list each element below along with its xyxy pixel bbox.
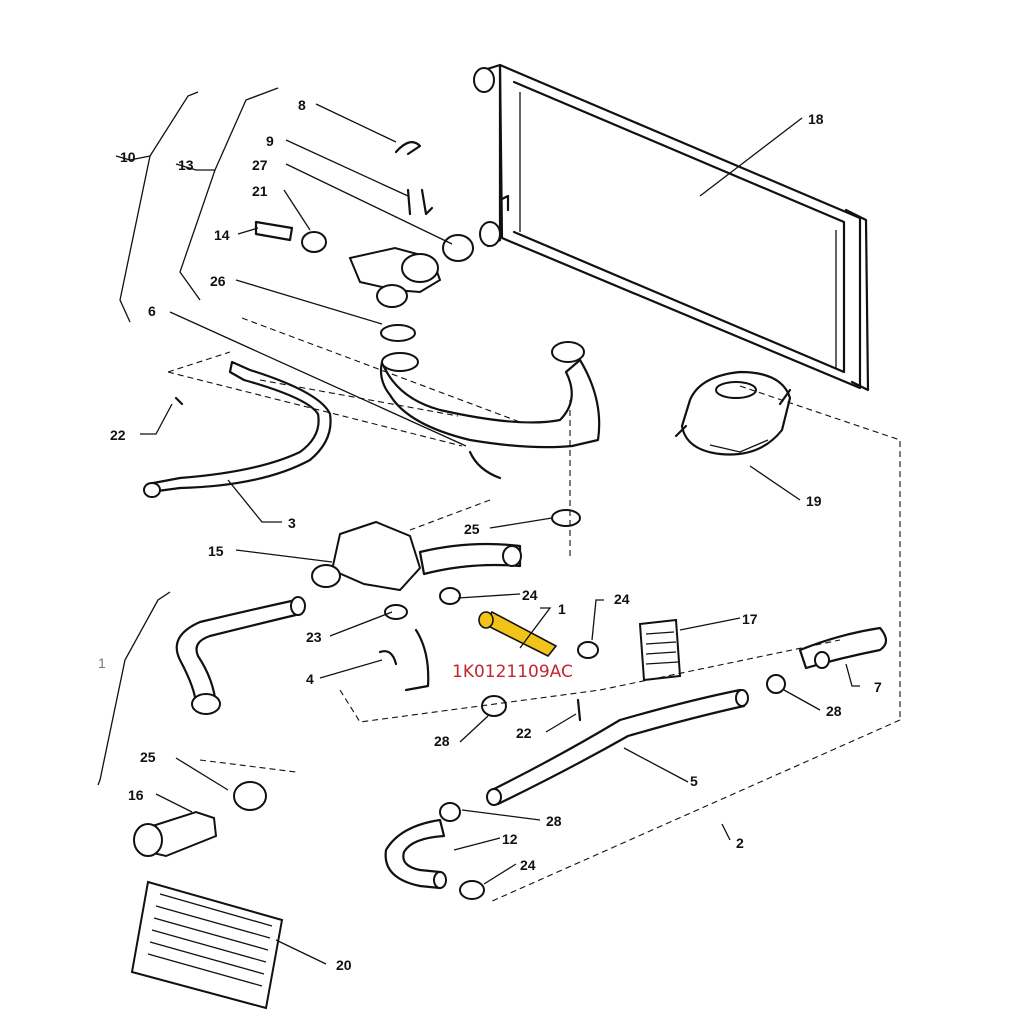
upper-radiator-hose — [379, 341, 601, 480]
label-8: 8 — [298, 97, 306, 113]
upper-coolant-flange — [254, 141, 474, 342]
label-5: 5 — [690, 773, 698, 789]
label-22-mid: 22 — [516, 725, 532, 741]
label-6: 6 — [148, 303, 156, 319]
label-14: 14 — [214, 227, 230, 243]
label-28-right: 28 — [826, 703, 842, 719]
label-25-bottom: 25 — [140, 749, 156, 765]
label-24-right: 24 — [614, 591, 630, 607]
clamps — [174, 396, 786, 900]
label-17: 17 — [742, 611, 758, 627]
part-number-callout: 1K0121109AC — [452, 662, 573, 682]
heater-return-hose — [143, 360, 332, 498]
label-2: 2 — [736, 835, 744, 851]
label-10: 10 — [120, 149, 136, 165]
radiator — [473, 63, 870, 392]
heater-core — [130, 880, 284, 1010]
label-12: 12 — [502, 831, 518, 847]
hose-7 — [798, 626, 888, 670]
label-16: 16 — [128, 787, 144, 803]
label-26: 26 — [210, 273, 226, 289]
label-22-top: 22 — [110, 427, 126, 443]
label-28-left: 28 — [434, 733, 450, 749]
label-20: 20 — [336, 957, 352, 973]
heater-hose-left — [175, 596, 306, 715]
leader-lines — [115, 103, 860, 965]
label-15: 15 — [208, 543, 224, 559]
part-labels: 8 9 10 13 27 21 14 26 6 18 22 19 3 25 15… — [98, 97, 882, 973]
label-18: 18 — [808, 111, 824, 127]
label-1: 1 — [558, 601, 566, 617]
label-23: 23 — [306, 629, 322, 645]
bracket-10 — [119, 91, 199, 323]
label-21: 21 — [252, 183, 268, 199]
label-7: 7 — [874, 679, 882, 695]
label-24-mid: 24 — [522, 587, 538, 603]
label-27: 27 — [252, 157, 268, 173]
bracket-1 — [97, 591, 171, 786]
hose-12 — [384, 818, 447, 890]
label-28-bottom: 28 — [546, 813, 562, 829]
label-3: 3 — [288, 515, 296, 531]
label-group-1: 1 — [98, 655, 106, 671]
oil-cooler — [638, 618, 682, 682]
label-13: 13 — [178, 157, 194, 173]
expansion-tank — [674, 370, 792, 456]
coolant-pipe-1-highlighted — [478, 610, 558, 658]
label-25-top: 25 — [464, 521, 480, 537]
label-4: 4 — [306, 671, 314, 687]
coolant-flange-15 — [311, 520, 522, 592]
label-9: 9 — [266, 133, 274, 149]
coolant-flange-16 — [133, 781, 267, 858]
coolant-pipe-5 — [486, 688, 749, 806]
label-19: 19 — [806, 493, 822, 509]
label-24-bottom: 24 — [520, 857, 536, 873]
